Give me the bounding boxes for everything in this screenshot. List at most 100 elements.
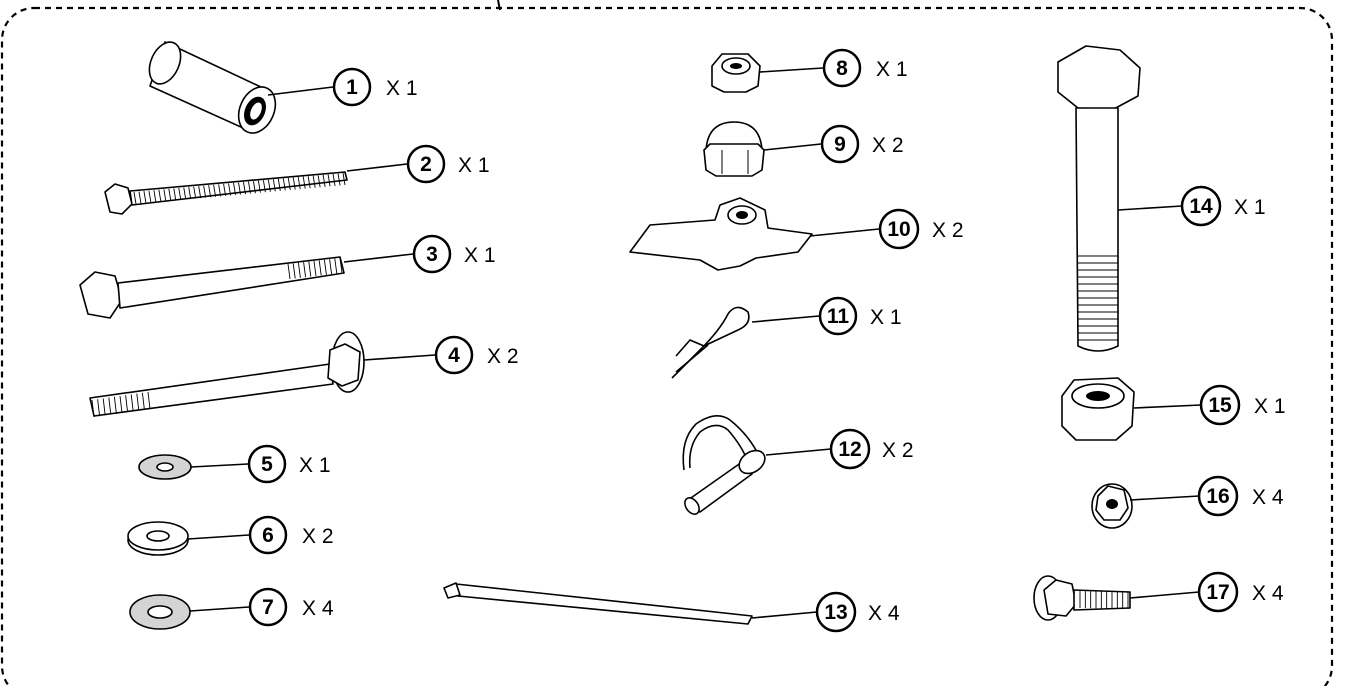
thread-line [228, 183, 231, 196]
callout-5: 5 X 1 [247, 444, 331, 484]
callout-number: 11 [827, 305, 850, 328]
callout-number: 1 [346, 76, 358, 99]
callout-16: 16 X 4 [1197, 475, 1284, 517]
thread-line [257, 180, 261, 193]
quantity-label: X 1 [458, 154, 490, 177]
part-1-spacer-tube [148, 41, 277, 134]
callout-number: 9 [834, 133, 846, 156]
thread-line [292, 263, 296, 279]
leader-15 [1133, 404, 1202, 409]
callout-number: 8 [836, 57, 848, 80]
callout-number: 15 [1208, 394, 1232, 417]
callout-number: 14 [1189, 195, 1213, 218]
leader-14 [1117, 205, 1183, 211]
thread-line [277, 178, 281, 191]
part-7-lock-washer [129, 594, 191, 630]
thread-line [136, 393, 140, 411]
quantity-label: X 1 [1234, 196, 1266, 219]
thread-line [334, 258, 338, 274]
quantity-label: X 1 [876, 58, 908, 81]
callout-15: 15 X 1 [1199, 384, 1286, 426]
thread-line [312, 175, 316, 188]
thread-line [141, 392, 145, 410]
leader-9 [763, 143, 822, 151]
thread-line [233, 182, 236, 196]
part-15-large-lock-nut [1061, 377, 1135, 441]
thread-line [329, 259, 333, 275]
leader-2 [346, 163, 408, 172]
quantity-label: X 4 [1252, 486, 1284, 509]
thread-line [302, 176, 306, 189]
part-12-lynch-pin [682, 415, 766, 515]
thread-line [238, 182, 241, 195]
thread-line [208, 185, 212, 198]
quantity-label: X 1 [870, 306, 902, 329]
thread-line [307, 176, 311, 189]
callout-number: 12 [838, 438, 861, 461]
thread-line [223, 183, 227, 196]
thread-line [287, 263, 291, 280]
callout-number: 4 [448, 344, 460, 367]
leader-16 [1129, 495, 1200, 501]
leader-6 [187, 534, 250, 540]
thread-line [282, 178, 286, 191]
callout-number: 3 [426, 243, 438, 266]
leader-13 [751, 611, 818, 619]
thread-line [308, 261, 312, 277]
callout-10: 10 X 2 [878, 208, 964, 250]
thread-line [113, 396, 117, 414]
leader-11 [751, 315, 820, 323]
thread-line [91, 399, 95, 418]
quantity-label: X 4 [302, 597, 334, 620]
leader-12 [765, 448, 832, 456]
quantity-label: X 4 [1252, 582, 1284, 605]
thread-line [303, 262, 307, 278]
quantity-label: X 2 [932, 219, 964, 242]
thread-line [130, 394, 134, 412]
part-13-cable-tie [443, 582, 753, 625]
callout-12: 12 X 2 [829, 428, 914, 470]
part-8-lock-nut [711, 53, 761, 93]
thread-line [203, 185, 207, 198]
callout-4: 4 X 2 [434, 335, 519, 375]
part-17-flange-bolt [1033, 575, 1131, 621]
leader-3 [343, 253, 414, 263]
thread-line [183, 187, 187, 200]
callout-6: 6 X 2 [248, 515, 334, 555]
thread-line [147, 391, 151, 410]
thread-line [267, 179, 271, 192]
thread-line [193, 186, 197, 199]
thread-line [133, 191, 137, 205]
thread-line [313, 260, 317, 277]
callout-7: 7 X 4 [248, 587, 334, 627]
part-2-threaded-bolt [104, 171, 348, 215]
part-3-hex-bolt [79, 256, 345, 319]
thread-line [108, 397, 112, 415]
quantity-label: X 1 [299, 454, 331, 477]
thread-line [339, 257, 343, 274]
leader-8 [759, 67, 824, 73]
callout-17: 17 X 4 [1197, 571, 1284, 613]
thread-line [248, 181, 251, 194]
thread-line [153, 190, 157, 203]
callout-14: 14 X 1 [1180, 185, 1266, 227]
callout-11: 11 X 1 [818, 296, 902, 336]
quantity-label: X 1 [1254, 395, 1286, 418]
callout-number: 17 [1206, 581, 1229, 604]
thread-line [163, 189, 167, 202]
thread-line [168, 188, 172, 201]
thread-line [243, 181, 246, 195]
leader-1 [267, 86, 334, 96]
quantity-label: X 1 [464, 244, 496, 267]
leader-10 [809, 228, 880, 237]
thread-line [272, 179, 276, 192]
thread-line [332, 173, 336, 186]
callout-number: 10 [887, 218, 910, 241]
dashed-frame [0, 6, 1334, 686]
quantity-label: X 4 [868, 602, 900, 625]
callout-1: 1 X 1 [332, 67, 418, 107]
thread-line [262, 180, 266, 193]
thread-line [327, 174, 331, 187]
callout-number: 16 [1206, 485, 1229, 508]
